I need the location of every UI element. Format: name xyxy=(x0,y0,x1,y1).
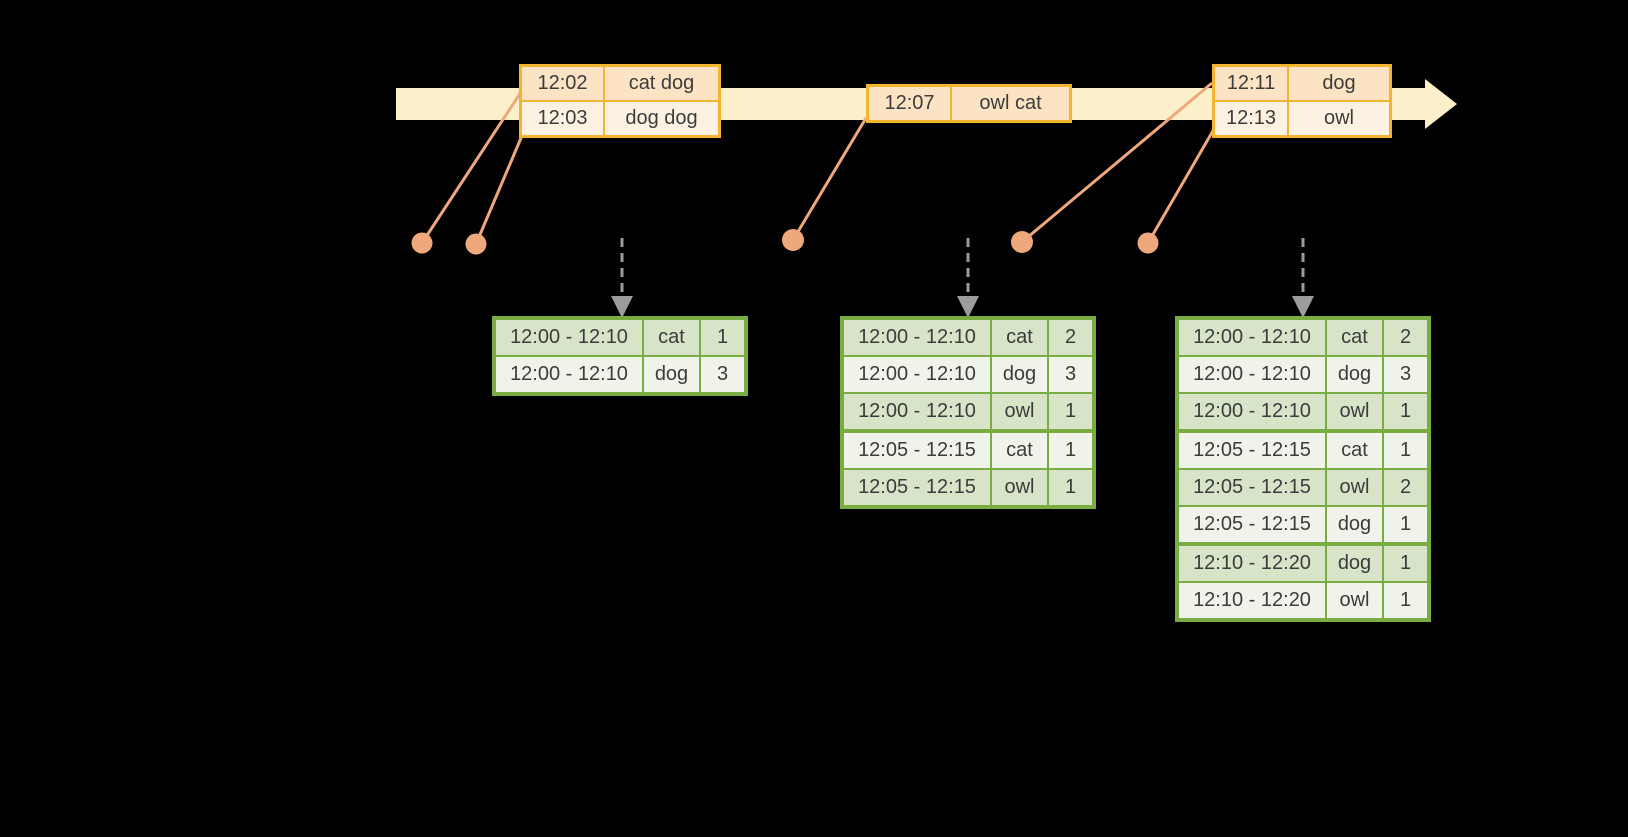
table-cell: 3 xyxy=(699,355,747,395)
table-cell: cat xyxy=(990,317,1049,357)
table-cell: 12:05 - 12:15 xyxy=(841,468,992,508)
table-cell: owl xyxy=(1325,468,1384,507)
table-cell: dog dog xyxy=(603,100,721,138)
table-cell: 12:00 - 12:10 xyxy=(841,355,992,394)
trigger-arrowhead-icon xyxy=(611,296,633,318)
table-cell: 12:00 - 12:10 xyxy=(841,317,992,357)
table-cell: 12:11 xyxy=(1212,64,1289,102)
table-cell: 2 xyxy=(1047,317,1095,357)
table-cell: 12:07 xyxy=(866,84,952,123)
table-cell: cat xyxy=(990,429,1049,470)
table-cell: owl xyxy=(1287,100,1392,138)
table-cell: 12:10 - 12:20 xyxy=(1176,581,1327,621)
event-connector-line xyxy=(420,91,523,244)
table-cell: 12:05 - 12:15 xyxy=(1176,505,1327,545)
event-connector-line xyxy=(791,117,868,241)
table-cell: 12:00 - 12:10 xyxy=(1176,317,1327,357)
event-connector-lines xyxy=(420,81,1216,245)
table-cell: dog xyxy=(1325,542,1384,583)
table-cell: dog xyxy=(642,355,701,395)
table-cell: 12:00 - 12:10 xyxy=(1176,392,1327,432)
table-cell: 3 xyxy=(1047,355,1095,394)
event-dots xyxy=(411,229,1159,255)
trigger-arrowhead-icon xyxy=(957,296,979,318)
table-cell: 1 xyxy=(1382,429,1430,470)
table-cell: 1 xyxy=(699,317,747,357)
table-cell: 12:00 - 12:10 xyxy=(493,355,644,395)
trigger-arrowhead-icon xyxy=(1292,296,1314,318)
event-dot xyxy=(1011,231,1033,253)
trigger-arrows xyxy=(611,238,1314,318)
table-cell: 1 xyxy=(1047,429,1095,470)
table-cell: 12:00 - 12:10 xyxy=(1176,355,1327,394)
table-cell: 1 xyxy=(1382,581,1430,621)
table-cell: 12:10 - 12:20 xyxy=(1176,542,1327,583)
event-dot xyxy=(465,233,487,255)
event-connector-line xyxy=(1021,81,1213,244)
table-cell: owl xyxy=(1325,581,1384,621)
table-cell: owl xyxy=(990,392,1049,432)
table-cell: owl xyxy=(990,468,1049,508)
table-cell: 12:03 xyxy=(519,100,605,138)
table-cell: cat xyxy=(1325,317,1384,357)
table-cell: dog xyxy=(1325,505,1384,545)
table-cell: owl xyxy=(1325,392,1384,432)
table-cell: 12:00 - 12:10 xyxy=(841,392,992,432)
table-cell: dog xyxy=(1287,64,1392,102)
table-cell: owl cat xyxy=(950,84,1072,123)
table-cell: 12:05 - 12:15 xyxy=(1176,429,1327,470)
table-cell: 12:13 xyxy=(1212,100,1289,138)
table-cell: 1 xyxy=(1382,505,1430,545)
table-cell: 1 xyxy=(1047,392,1095,432)
event-dot xyxy=(782,229,804,251)
table-cell: cat xyxy=(1325,429,1384,470)
table-cell: dog xyxy=(990,355,1049,394)
table-cell: cat dog xyxy=(603,64,721,102)
event-dot xyxy=(1137,232,1159,254)
table-cell: 12:02 xyxy=(519,64,605,102)
table-cell: dog xyxy=(1325,355,1384,394)
timeline-arrowhead-icon xyxy=(1425,79,1457,129)
table-cell: cat xyxy=(642,317,701,357)
event-connector-line xyxy=(1146,128,1216,244)
table-cell: 1 xyxy=(1047,468,1095,508)
event-connector-line xyxy=(474,130,526,245)
table-cell: 1 xyxy=(1382,392,1430,432)
table-cell: 12:00 - 12:10 xyxy=(493,317,644,357)
table-cell: 12:05 - 12:15 xyxy=(841,429,992,470)
table-cell: 1 xyxy=(1382,542,1430,583)
event-dot xyxy=(411,232,433,254)
table-cell: 12:05 - 12:15 xyxy=(1176,468,1327,507)
table-cell: 3 xyxy=(1382,355,1430,394)
table-cell: 2 xyxy=(1382,468,1430,507)
table-cell: 2 xyxy=(1382,317,1430,357)
